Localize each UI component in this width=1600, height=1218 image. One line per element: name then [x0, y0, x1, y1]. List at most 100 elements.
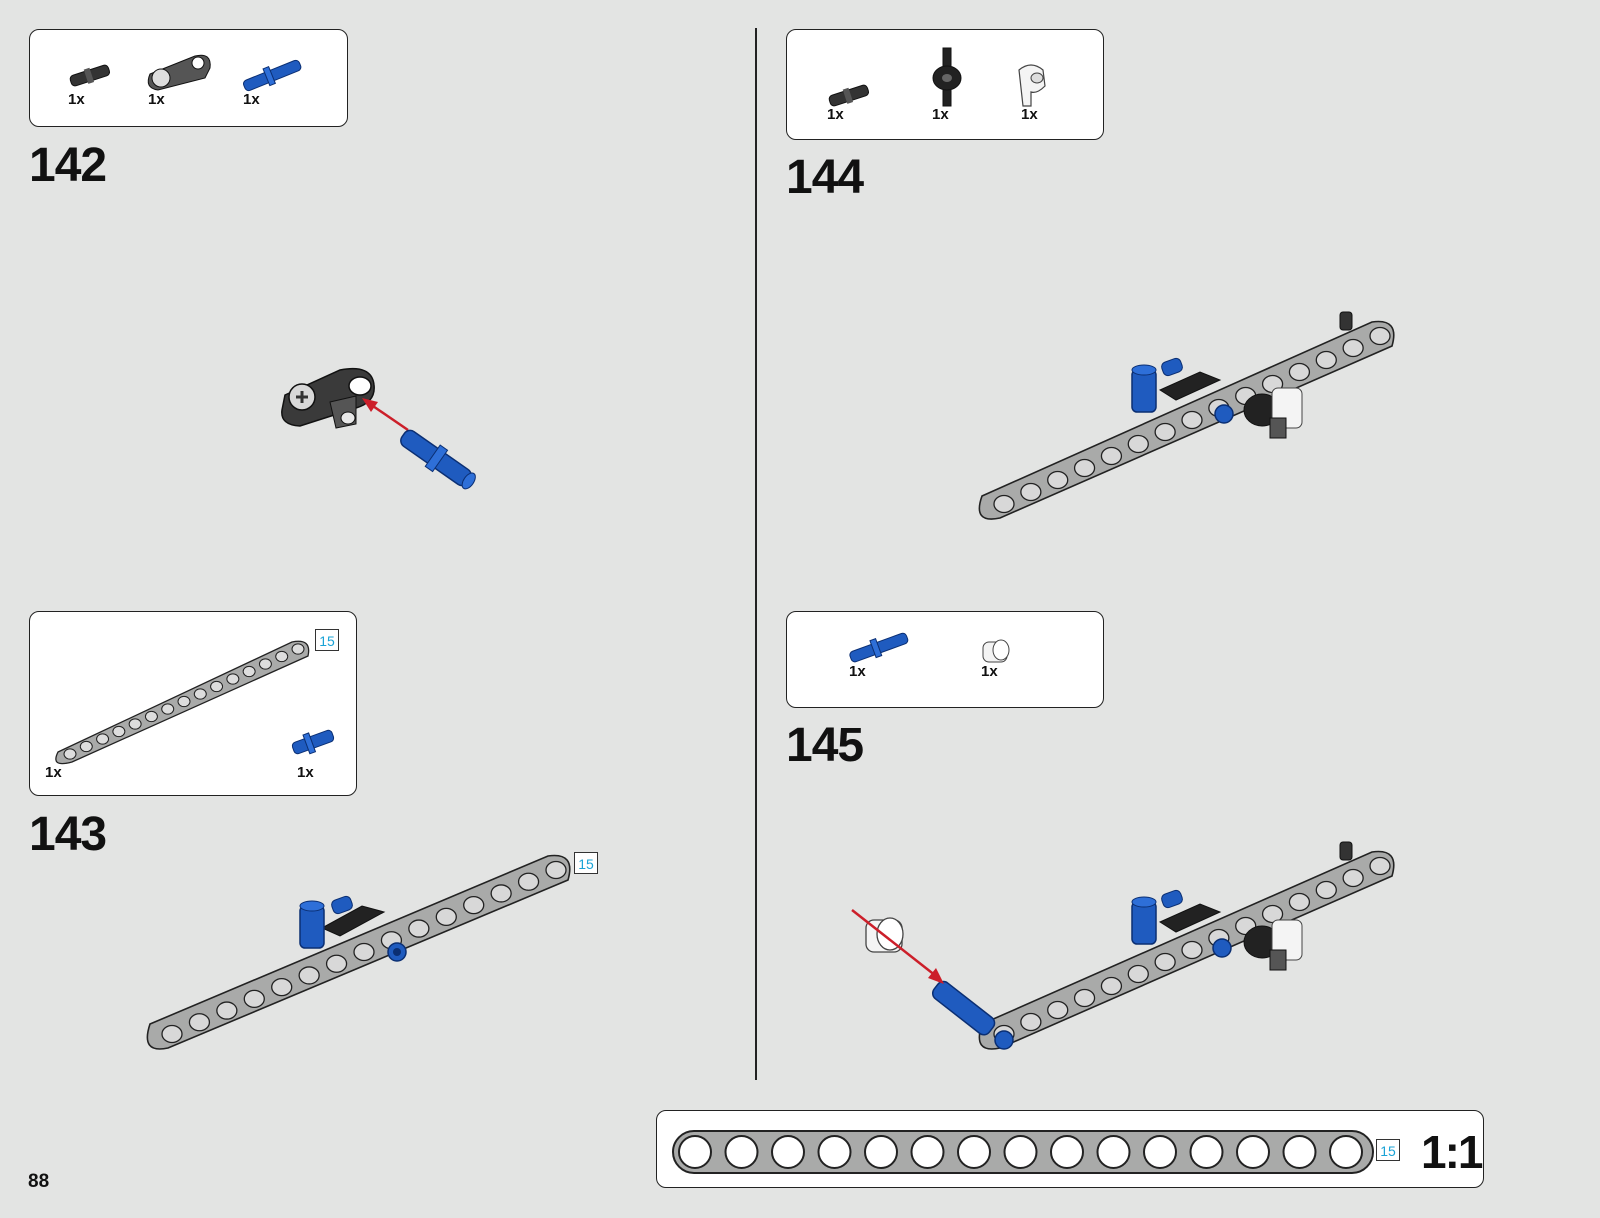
- blue-axle-pin-icon: [243, 59, 302, 92]
- part-qty: 1x: [932, 106, 949, 123]
- beam-hole: [1020, 1012, 1042, 1032]
- length-badge: 15: [315, 629, 339, 651]
- beam-hole: [1329, 1135, 1363, 1169]
- scale-reference-box: 15 1:1: [656, 1110, 1484, 1188]
- scale-beam-15: [672, 1130, 1374, 1174]
- step-number-142: 142: [29, 139, 107, 192]
- beam-hole: [144, 710, 158, 723]
- beam-hole: [188, 1013, 211, 1032]
- beam-hole: [463, 895, 485, 915]
- parts-143-art: [55, 640, 335, 765]
- beam-hole: [1288, 362, 1311, 382]
- part-qty: 1x: [297, 764, 314, 781]
- part-qty: 1x: [1021, 106, 1038, 123]
- blue-axle-pin-icon: [849, 632, 909, 663]
- black-axle-connector-icon: [932, 47, 962, 107]
- beam-hole: [161, 1024, 183, 1044]
- beam-hole: [210, 680, 224, 693]
- black-pin-icon: [828, 84, 870, 107]
- beam-hole: [258, 658, 272, 670]
- step-number-145: 145: [786, 719, 864, 772]
- step-number-144: 144: [786, 151, 864, 204]
- beam-hole: [771, 1135, 805, 1169]
- part-qty: 1x: [148, 91, 165, 108]
- beam-hole: [817, 1135, 852, 1169]
- beam-hole: [243, 989, 265, 1009]
- beam-hole: [408, 919, 430, 938]
- dark-connector-icon: [147, 54, 211, 91]
- beam-hole: [1282, 1135, 1317, 1169]
- step-number-143: 143: [29, 808, 107, 861]
- beam-hole: [325, 954, 348, 973]
- beam-hole: [161, 703, 175, 715]
- beam-hole: [96, 733, 110, 745]
- beam-hole: [678, 1135, 712, 1169]
- beam-hole: [353, 942, 375, 962]
- beam-hole: [128, 718, 142, 730]
- parts-callout-144: 1x 1x 1x: [786, 29, 1104, 140]
- scale-label: 1:1: [1421, 1126, 1484, 1178]
- beam-hole: [298, 966, 320, 985]
- part-qty: 1x: [45, 764, 62, 781]
- beam-hole: [1342, 338, 1364, 358]
- beam-hole: [1050, 1135, 1084, 1169]
- part-qty: 1x: [981, 663, 998, 680]
- beam-hole: [1369, 856, 1391, 876]
- beam-hole: [1127, 434, 1149, 454]
- white-angle-connector-icon: [1018, 64, 1046, 107]
- beam-hole: [1342, 868, 1364, 888]
- part-qty: 1x: [849, 663, 866, 680]
- beam-hole: [435, 907, 457, 927]
- beam-hole: [1181, 940, 1203, 960]
- beam-hole: [1127, 964, 1149, 984]
- part-qty: 1x: [243, 91, 260, 108]
- black-pin-icon: [69, 64, 111, 87]
- beam-hole: [1047, 1000, 1069, 1020]
- parts-callout-143: 15 1x 1x: [29, 611, 357, 796]
- length-badge: 15: [1376, 1139, 1400, 1161]
- beam-hole: [216, 1001, 238, 1020]
- beam-hole: [1181, 410, 1203, 430]
- beam-hole: [291, 643, 305, 655]
- beam-hole: [1073, 458, 1096, 478]
- beam-hole: [112, 725, 126, 738]
- beam-hole: [1189, 1135, 1224, 1169]
- part-qty: 1x: [827, 106, 844, 123]
- beam-hole: [724, 1135, 759, 1169]
- beam-hole: [177, 695, 191, 708]
- beam-hole: [1096, 1135, 1131, 1169]
- beam-hole: [271, 977, 293, 997]
- beam-hole: [1154, 952, 1176, 972]
- length-badge: 15: [574, 852, 598, 874]
- part-qty: 1x: [68, 91, 85, 108]
- beam-hole: [1315, 350, 1337, 370]
- gray-beam-15-icon: [55, 640, 310, 765]
- beam-hole: [1100, 446, 1123, 466]
- white-bush-icon: [982, 639, 1010, 663]
- beam-hole: [1236, 1135, 1270, 1169]
- beam-hole: [1047, 470, 1069, 490]
- beam-hole: [957, 1135, 991, 1169]
- parts-callout-145: 1x 1x: [786, 611, 1104, 708]
- beam-hole: [1315, 880, 1337, 900]
- beam-hole: [545, 860, 567, 880]
- beam-hole: [1154, 422, 1176, 442]
- beam-hole: [193, 688, 207, 700]
- beam-hole: [864, 1135, 898, 1169]
- beam-hole: [226, 673, 240, 685]
- beam-hole: [1020, 482, 1042, 502]
- beam-hole: [79, 740, 93, 753]
- beam-hole: [1073, 988, 1096, 1008]
- beam-hole: [490, 884, 512, 903]
- parts-145-art: [849, 632, 1010, 663]
- parts-callout-142: 1x 1x 1x: [29, 29, 348, 127]
- beam-hole: [242, 665, 256, 678]
- beam-hole: [1143, 1135, 1177, 1169]
- parts-144-art: [828, 47, 1046, 107]
- parts-142-art: [69, 54, 302, 92]
- column-divider: [755, 28, 757, 1080]
- beam-hole: [1003, 1135, 1038, 1169]
